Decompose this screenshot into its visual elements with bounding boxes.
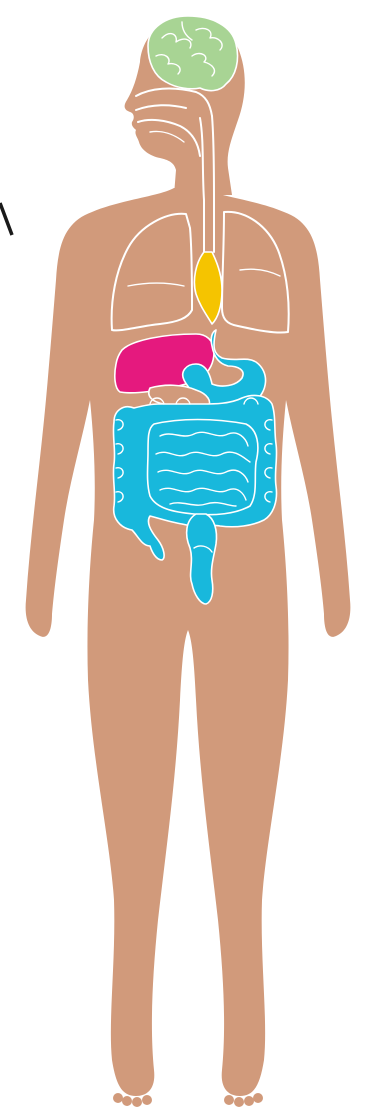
torso-and-limbs <box>26 188 351 1096</box>
body-silhouette <box>26 18 351 1096</box>
small-intestine <box>148 420 258 515</box>
brain <box>148 16 238 91</box>
edge-mark <box>0 203 12 235</box>
